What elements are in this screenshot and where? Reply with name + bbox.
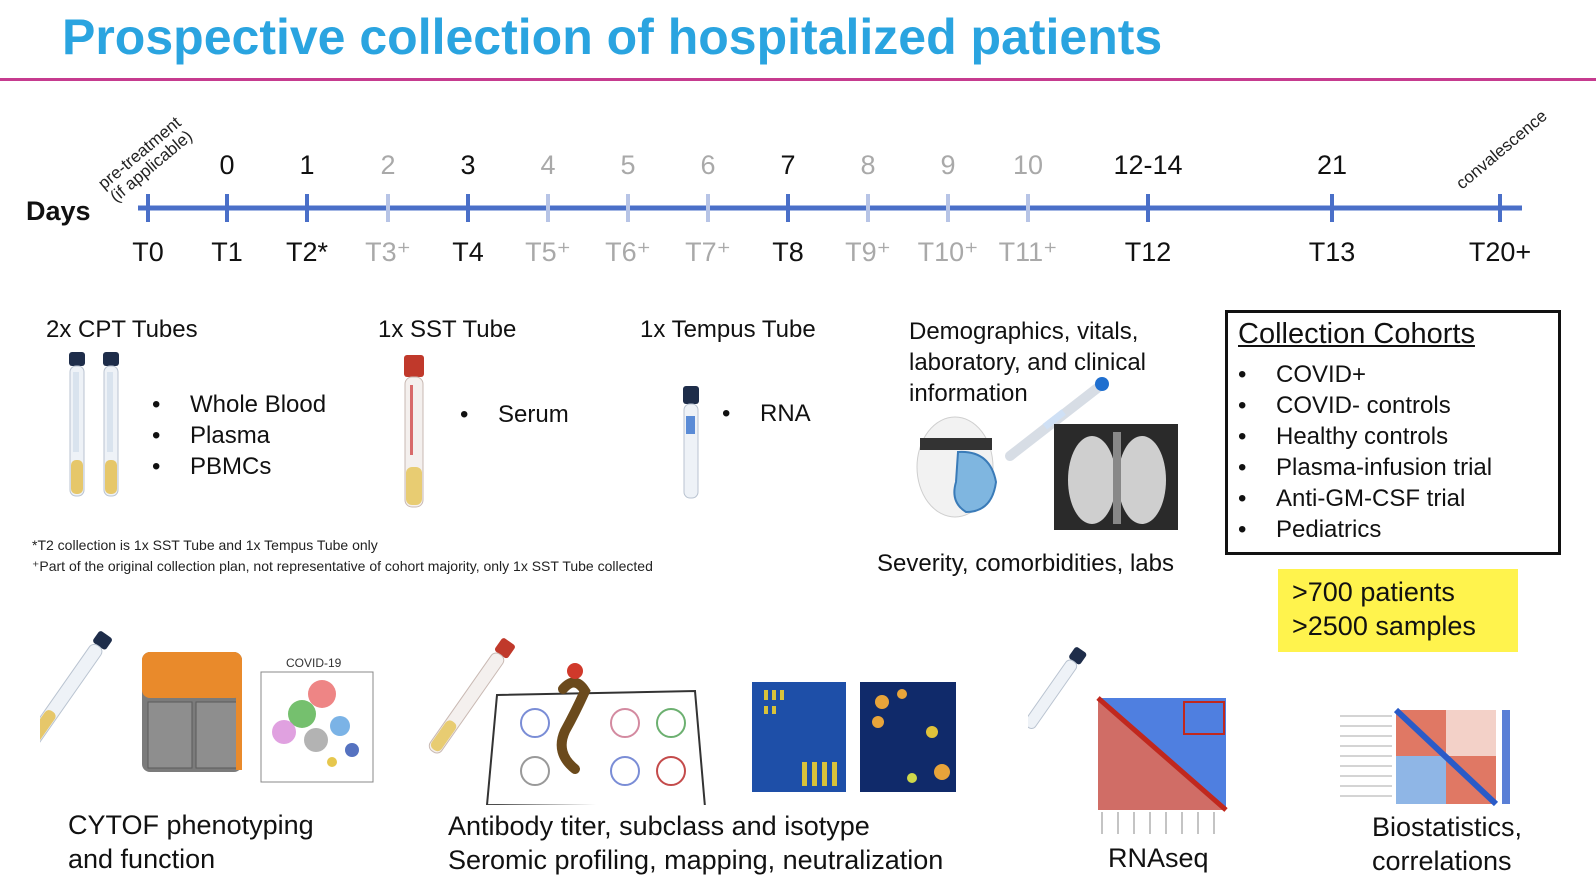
cytof-caption-line-2: and function: [68, 844, 216, 874]
patients-count: >700 patients: [1292, 577, 1455, 607]
antibody-caption: Antibody titer, subclass and isotype Ser…: [448, 809, 943, 877]
timeline-day-label: 21: [1317, 150, 1347, 180]
timeline-day-label: 4: [540, 150, 555, 180]
timepoint-label: T12: [1125, 237, 1172, 267]
tempus-tube-icon: [683, 386, 699, 499]
ventilator-mask-icon: [916, 416, 998, 518]
timepoint-label: T7⁺: [685, 237, 731, 267]
rnaseq-caption: RNAseq: [1108, 843, 1209, 873]
cytof-caption-line-1: CYTOF phenotyping: [68, 810, 314, 840]
stats-highlight-box: >700 patients >2500 samples: [1278, 569, 1518, 652]
peptide-array-image: [752, 682, 846, 792]
antibody-illustration: [428, 638, 706, 805]
cpt-tubes-icon: [69, 352, 119, 497]
biostat-caption: Biostatistics, correlations: [1372, 810, 1522, 878]
cohort-item: Plasma-infusion trial: [1238, 452, 1492, 483]
timeline-day-label: 5: [620, 150, 635, 180]
timeline-day-label: 2: [380, 150, 395, 180]
tsne-plot-label: COVID-19: [286, 656, 342, 670]
timeline-day-label: 3: [460, 150, 475, 180]
timeline-days-label: Days: [26, 196, 91, 226]
timeline-day-label: 7: [780, 150, 795, 180]
antibody-caption-line-1: Antibody titer, subclass and isotype: [448, 811, 870, 841]
cpt-item-pbmcs: PBMCs: [152, 451, 326, 482]
cohort-item: Healthy controls: [1238, 421, 1492, 452]
timeline-day-label: 9: [940, 150, 955, 180]
timepoint-label: T6⁺: [605, 237, 651, 267]
cpt-item-plasma: Plasma: [152, 420, 326, 451]
timeline-day-label: 10: [1013, 150, 1043, 180]
timeline-day-label: 1: [299, 150, 314, 180]
tempus-contents-list: RNA: [722, 398, 811, 429]
rnaseq-heatmap-icon: [1096, 696, 1228, 812]
footnote-t2: *T2 collection is 1x SST Tube and 1x Tem…: [32, 537, 378, 553]
tempus-item-rna: RNA: [722, 398, 811, 429]
collection-cohorts-heading: Collection Cohorts: [1238, 318, 1475, 350]
antibody-caption-line-2: Seromic profiling, mapping, neutralizati…: [448, 845, 944, 875]
chest-xray-icon: [1054, 424, 1178, 530]
timeline-day-label: 0: [219, 150, 234, 180]
tsne-plot-icon: COVID-19: [260, 656, 374, 783]
page-title: Prospective collection of hospitalized p…: [62, 9, 1163, 65]
timepoint-label: T1: [211, 237, 243, 267]
clinical-line-1: Demographics, vitals,: [909, 318, 1139, 345]
cytof-caption: CYTOF phenotyping and function: [68, 808, 314, 876]
timeline-day-label: 12-14: [1113, 150, 1182, 180]
sst-contents-list: Serum: [460, 399, 569, 430]
clinical-line-2: laboratory, and clinical: [909, 349, 1147, 376]
timepoint-label: T4: [452, 237, 484, 267]
array-images: [752, 682, 956, 792]
timepoint-label: T2*: [286, 237, 329, 267]
correlation-matrix-icon: [1393, 707, 1499, 807]
cohort-item: Anti-GM-CSF trial: [1238, 483, 1492, 514]
convalescence-label: convalescence: [1452, 106, 1550, 193]
samples-count: >2500 samples: [1292, 611, 1476, 641]
title-divider: [0, 78, 1596, 81]
clinical-caption: Severity, comorbidities, labs: [877, 550, 1174, 577]
epitope-map-icon: [485, 663, 706, 805]
cohort-item: COVID- controls: [1238, 390, 1492, 421]
cpt-item-whole-blood: Whole Blood: [152, 389, 326, 420]
timepoint-label: T20+: [1469, 237, 1531, 267]
timepoint-label: T13: [1309, 237, 1356, 267]
biostat-caption-line-1: Biostatistics,: [1372, 812, 1523, 842]
clinical-info-text: Demographics, vitals, laboratory, and cl…: [909, 316, 1146, 409]
timepoint-label: T5⁺: [525, 237, 571, 267]
rnaseq-illustration: [1028, 647, 1228, 834]
cohort-item: Pediatrics: [1238, 514, 1492, 545]
sst-tube-icon: [404, 355, 424, 508]
footnote-plus: ⁺Part of the original collection plan, n…: [32, 558, 653, 574]
cytometer-instrument-icon: [142, 652, 242, 772]
tempus-heading: 1x Tempus Tube: [640, 316, 816, 343]
collection-cohorts-box: [1225, 310, 1561, 555]
timeline-day-label: 8: [860, 150, 875, 180]
thermometer-icon: [1005, 377, 1109, 461]
biostat-caption-line-2: correlations: [1372, 846, 1512, 876]
biostat-illustration: [1340, 707, 1510, 807]
timepoint-label: T8: [772, 237, 804, 267]
clinical-line-3: information: [909, 380, 1028, 407]
blood-tube-icon: [40, 631, 112, 747]
timepoint-label: T3⁺: [365, 237, 411, 267]
sst-item-serum: Serum: [460, 399, 569, 430]
cpt-heading: 2x CPT Tubes: [46, 316, 198, 343]
sst-heading: 1x SST Tube: [378, 316, 517, 343]
timeline: Days pre-treatment (if applicable) conva…: [26, 106, 1551, 267]
clinical-icons: [916, 377, 1178, 530]
timepoint-label: T10⁺: [918, 237, 979, 267]
collection-cohorts-list: COVID+ COVID- controls Healthy controls …: [1238, 359, 1492, 545]
timeline-ticks: T0 0T1 1T2* 2T3⁺ 3T4 4T5⁺ 5T6⁺ 6T7⁺ 7T8 8T9⁺ 9T10⁺…: [132, 150, 1531, 267]
serum-tube-icon: [428, 638, 515, 754]
color-scale-bar: [1502, 710, 1510, 804]
timepoint-label: T11⁺: [999, 237, 1058, 267]
cpt-contents-list: Whole Blood Plasma PBMCs: [152, 389, 326, 482]
timepoint-label: T9⁺: [845, 237, 891, 267]
timepoint-label: T0: [132, 237, 164, 267]
tempus-tube-small-icon: [1028, 647, 1087, 729]
timeline-day-label: 6: [700, 150, 715, 180]
cytof-illustration: COVID-19: [40, 631, 374, 783]
cohort-item: COVID+: [1238, 359, 1492, 390]
